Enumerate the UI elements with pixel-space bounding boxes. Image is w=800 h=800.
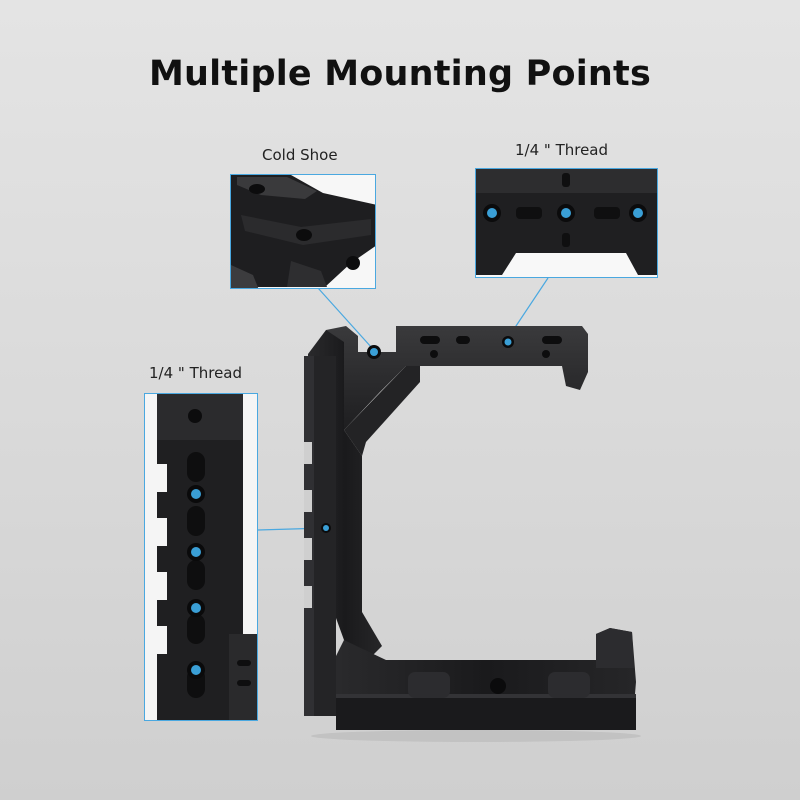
- cold-shoe-closeup-image: [231, 175, 375, 288]
- side-thread-closeup-image: [145, 394, 257, 720]
- top-thread-label: 1/4 " Thread: [515, 141, 609, 159]
- side-thread-callout: [144, 393, 258, 721]
- top-thread-callout: [475, 168, 658, 278]
- camera-cage-main-image: [296, 322, 642, 742]
- side-thread-label: 1/4 " Thread: [149, 364, 243, 382]
- cold-shoe-callout: [230, 174, 376, 289]
- cold-shoe-label: Cold Shoe: [262, 146, 338, 164]
- top-thread-closeup-image: [476, 169, 657, 277]
- page-title: Multiple Mounting Points: [148, 54, 651, 94]
